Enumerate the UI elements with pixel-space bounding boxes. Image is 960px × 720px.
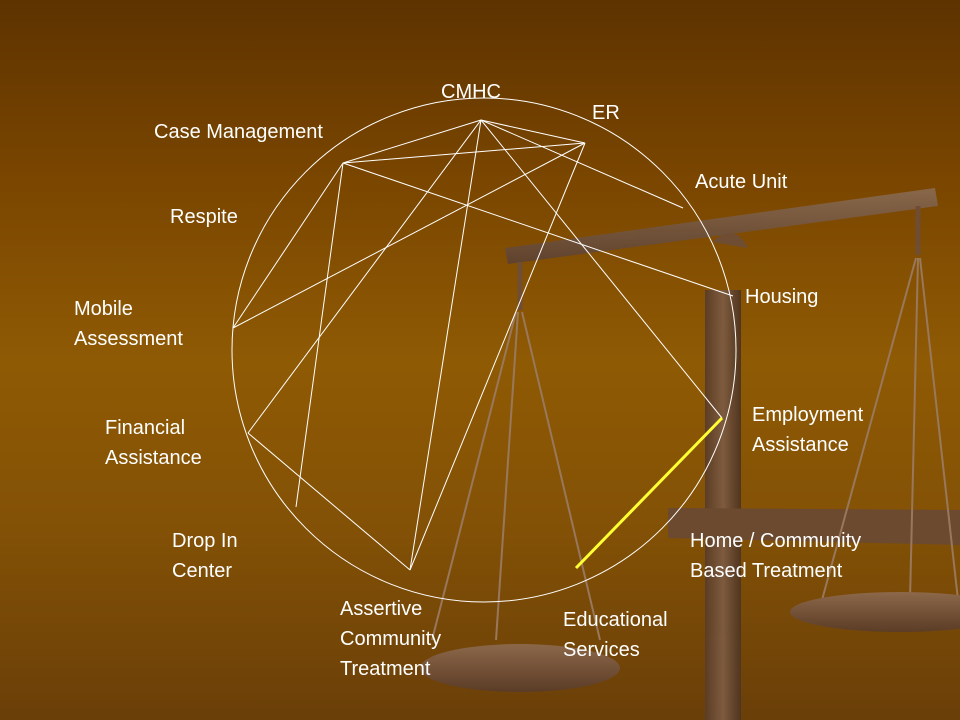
node-label-line: ER — [592, 102, 620, 124]
node-label-line: Assistance — [105, 447, 202, 469]
edge-employment-assistance-to-educational-services-highlighted — [574, 416, 724, 570]
edge-cmhc-to-financial-assistance — [247, 119, 482, 434]
edge-case-management-to-er — [342, 142, 586, 164]
right-pan — [790, 592, 960, 632]
edge-er-to-mobile-assessment — [232, 142, 586, 329]
node-label-er: ER — [592, 98, 620, 128]
node-label-line: Services — [563, 639, 640, 661]
node-label-line: Assistance — [752, 434, 849, 456]
node-label-cmhc: CMHC — [441, 77, 501, 107]
scale-top-knob — [712, 233, 748, 248]
node-label-line: Drop In — [172, 530, 238, 552]
right-chain-b — [909, 257, 919, 601]
scale-base-plate — [668, 508, 960, 545]
edge-case-management-to-housing — [342, 162, 734, 297]
node-label-housing: Housing — [745, 282, 818, 312]
edge-cmhc-to-acute-unit — [480, 119, 684, 209]
scale-post — [705, 290, 741, 720]
edge-financial-assistance-to-act — [247, 432, 411, 571]
edge-cmhc-to-case-management — [342, 119, 482, 164]
node-label-line: Treatment — [340, 658, 431, 680]
edge-er-to-act — [409, 142, 586, 571]
node-label-line: Based Treatment — [690, 560, 843, 582]
network-circle — [231, 97, 737, 603]
node-label-line: Educational — [563, 609, 668, 631]
edge-case-management-to-mobile-assessment — [232, 162, 344, 329]
left-pan — [420, 644, 620, 692]
node-label-line: Mobile — [74, 298, 133, 320]
edge-cmhc-to-act — [409, 119, 482, 571]
node-label-line: Home / Community — [690, 530, 862, 552]
edge-case-management-to-drop-in-center — [295, 162, 344, 508]
scale-beam — [505, 188, 938, 264]
node-label-line: Housing — [745, 286, 819, 308]
connection-lines — [232, 119, 734, 571]
right-chain-c — [919, 257, 959, 601]
node-label-line: Assessment — [74, 328, 183, 350]
balance-scale-illustration — [420, 188, 960, 720]
node-label-case-management: Case Management — [154, 117, 323, 147]
node-label-line: CMHC — [441, 81, 501, 103]
node-label-line: Center — [172, 560, 233, 582]
node-label-line: Employment — [752, 404, 864, 426]
node-label-respite: Respite — [170, 202, 238, 232]
node-label-line: Assertive — [340, 598, 423, 620]
right-chain-a — [821, 257, 917, 601]
node-label-acute-unit: Acute Unit — [695, 167, 787, 197]
left-chain-a — [431, 311, 517, 641]
edge-cmhc-to-employment-assistance — [480, 119, 723, 419]
node-label-line: Community — [340, 628, 442, 650]
left-chain-b — [495, 311, 519, 641]
node-label-line: Financial — [105, 417, 186, 439]
node-label-line: Acute Unit — [695, 171, 788, 193]
node-label-line: Case Management — [154, 121, 323, 143]
node-label-line: Respite — [170, 206, 238, 228]
node-label-drop-in-center: Drop In Center — [172, 526, 238, 586]
left-chain-c — [521, 311, 601, 641]
edge-cmhc-to-er — [480, 119, 586, 144]
